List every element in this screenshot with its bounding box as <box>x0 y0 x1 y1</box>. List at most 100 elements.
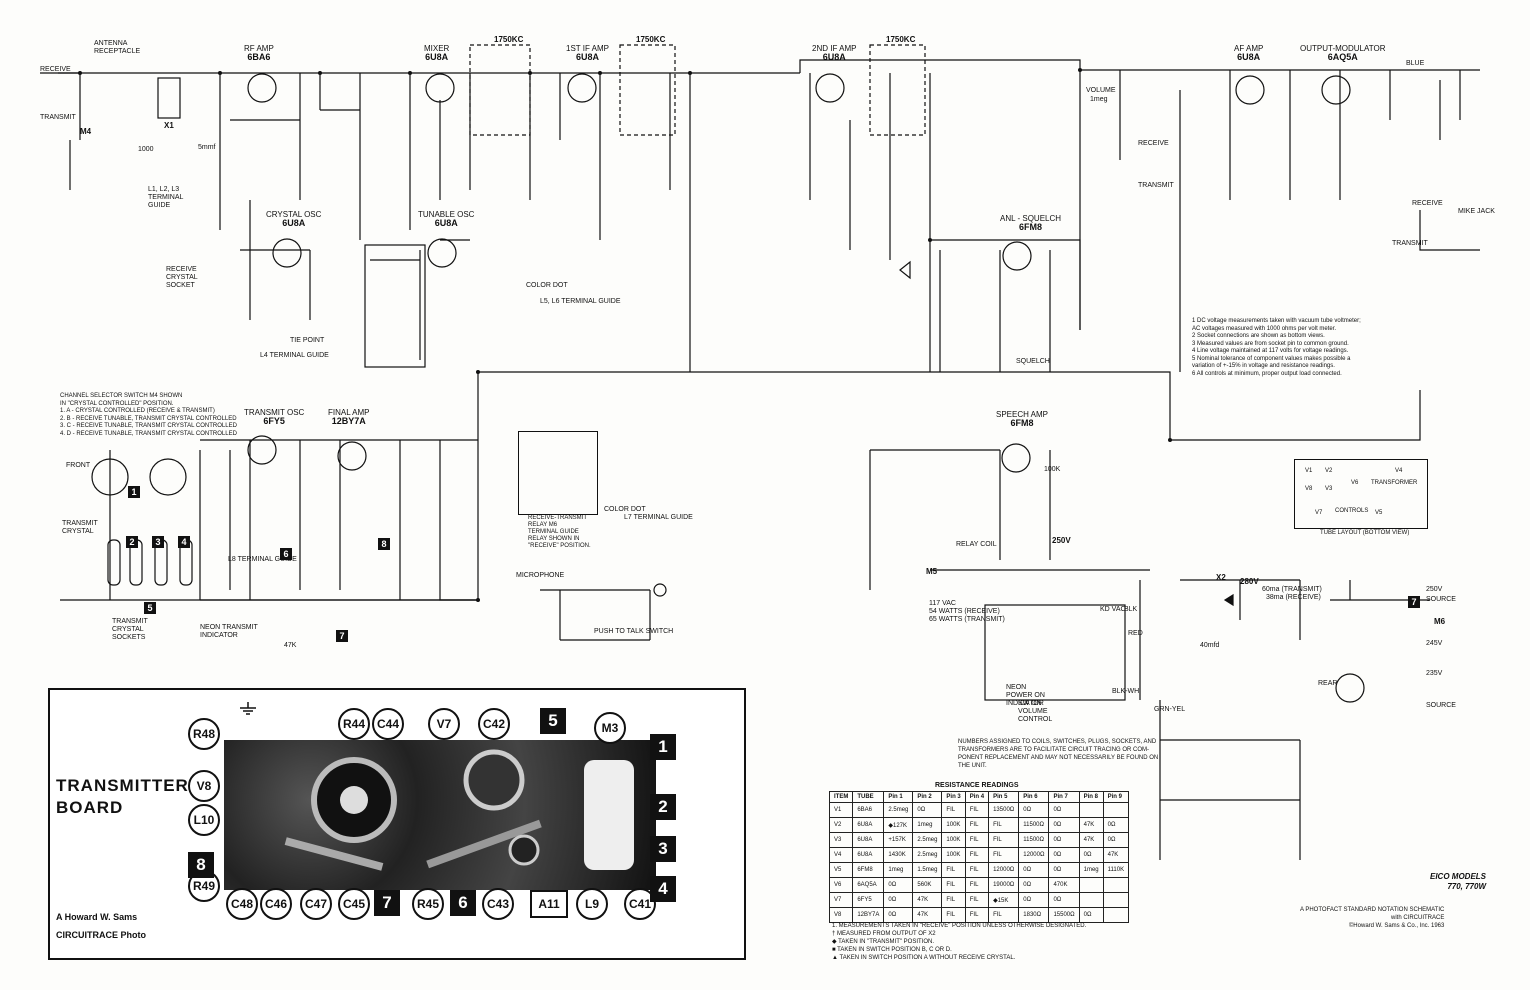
res-cell: V2 <box>828 817 854 833</box>
res-cell: FIL <box>941 862 966 878</box>
callout-l10: L10 <box>188 804 220 836</box>
measurement-notes: 1 DC voltage measurements taken with vac… <box>1192 318 1361 377</box>
res-cell: 0Ω <box>1018 892 1050 908</box>
res-cell: 0Ω <box>1048 892 1080 908</box>
b-plus-280: 280V <box>1240 577 1259 586</box>
sch-marker-5: 5 <box>144 602 156 614</box>
callout-3: 3 <box>650 836 676 862</box>
callout-6: 6 <box>450 890 476 916</box>
res-cell <box>1078 892 1104 908</box>
transmit-label: TRANSMIT <box>40 114 76 121</box>
res-cell: FIL <box>964 847 990 863</box>
channel-selector-note: CHANNEL SELECTOR SWITCH M4 SHOWN IN "CRY… <box>60 393 237 437</box>
res-cell: ITEM <box>828 791 854 803</box>
grn-yel-wire: GRN-YEL <box>1154 706 1186 713</box>
res-cell: 0Ω <box>883 907 914 923</box>
res-cell: FIL <box>964 862 990 878</box>
res-cell: 47K <box>1078 832 1104 848</box>
res-cell: 0Ω <box>1018 802 1050 818</box>
res-cell: Pin 9 <box>1102 791 1130 803</box>
res-cell: 1meg <box>1078 862 1104 878</box>
transmit-crystal-sockets-label: TRANSMIT CRYSTAL SOCKETS <box>112 618 148 641</box>
callout-c48: C48 <box>226 888 258 920</box>
res-cell: 6FY5 <box>852 892 885 908</box>
if-freq-2: 1750KC <box>636 35 666 44</box>
board-credit-2: CIRCUITRACE Photo <box>56 930 146 940</box>
tube-layout-v4: V4 <box>1395 468 1403 474</box>
tube-layout-transformer: TRANSFORMER <box>1371 480 1418 486</box>
res-cell: 0Ω <box>1048 817 1080 833</box>
res-cell: 0Ω <box>1018 862 1050 878</box>
res-cell: FIL <box>964 832 990 848</box>
res-cell <box>1078 877 1104 893</box>
res-cell: FIL <box>988 847 1020 863</box>
res-cell <box>1102 892 1130 908</box>
callout-c43: C43 <box>482 888 514 920</box>
res-cell: FIL <box>964 907 990 923</box>
sch-marker-3: 3 <box>152 536 164 548</box>
neon-power-label: NEON POWER ON INDICATOR <box>1006 684 1045 707</box>
callout-m3: M3 <box>594 712 626 744</box>
callout-v7: V7 <box>428 708 460 740</box>
push-to-talk-label: PUSH TO TALK SWITCH <box>594 628 674 635</box>
tube-layout-v7: V7 <box>1315 510 1323 516</box>
l7-terminal-guide: L7 TERMINAL GUIDE <box>624 514 693 521</box>
antenna-label: ANTENNA RECEPTACLE <box>94 40 141 55</box>
numbering-note: NUMBERS ASSIGNED TO COILS, SWITCHES, PLU… <box>958 739 1159 769</box>
res-cell: Pin 8 <box>1078 791 1104 803</box>
res-cell <box>1102 907 1130 923</box>
res-cell: FIL <box>988 817 1020 833</box>
res-cell: 6FM8 <box>852 862 885 878</box>
res-cell: Pin 3 <box>941 791 966 803</box>
callout-c44: C44 <box>372 708 404 740</box>
res-cell: V8 <box>828 907 854 923</box>
res-cell: 0Ω <box>912 802 943 818</box>
res-cell: ◆127K <box>883 817 914 833</box>
source-250: 250V <box>1426 586 1443 593</box>
board-photo <box>224 740 656 890</box>
callout-5: 5 <box>540 708 566 734</box>
sch-marker-7b: 7 <box>1408 596 1420 608</box>
res-cell: Pin 4 <box>964 791 990 803</box>
b-plus-250: 250V <box>1052 536 1071 545</box>
callout-a11: A11 <box>530 890 568 918</box>
res-cell: +157K <box>883 832 914 848</box>
res-cell: 12000Ω <box>988 862 1020 878</box>
resistance-title: RESISTANCE READINGS <box>935 782 1019 789</box>
color-dot-label: COLOR DOT <box>526 282 568 289</box>
res-cell: 100K <box>941 832 966 848</box>
relay-m5-ref: M5 <box>926 567 938 576</box>
relay-caption: RECEIVE-TRANSMIT RELAY M6 TERMINAL GUIDE… <box>528 515 591 549</box>
callout-c45: C45 <box>338 888 370 920</box>
callout-r45: R45 <box>412 888 444 920</box>
ac-receive-watts: 54 WATTS (RECEIVE) <box>929 608 1000 615</box>
tube-layout-controls: CONTROLS <box>1335 508 1369 514</box>
cap-5mmf: 5mmf <box>198 144 216 151</box>
callout-r44: R44 <box>338 708 370 740</box>
res-cell: ◆15K <box>988 892 1020 908</box>
receive-switch-label: RECEIVE <box>1138 140 1169 147</box>
receive-jack-label: RECEIVE <box>1412 200 1443 207</box>
res-cell: 6U8A <box>852 817 885 833</box>
if-freq-1: 1750KC <box>494 35 524 44</box>
res-cell: 0Ω <box>883 877 914 893</box>
tube-layout-v1: V1 <box>1305 468 1313 474</box>
squelch-label: SQUELCH <box>1016 358 1050 365</box>
res-cell: 47K <box>1102 847 1130 863</box>
blk-wire: BLK <box>1124 606 1138 613</box>
volume-label: VOLUME <box>1086 87 1116 94</box>
res-cell: 0Ω <box>1102 832 1130 848</box>
res-cell: Pin 5 <box>988 791 1020 803</box>
callout-c41: C41 <box>624 888 656 920</box>
receive-current: 38ma (RECEIVE) <box>1266 594 1321 601</box>
transmit-jack-label: TRANSMIT <box>1392 240 1428 247</box>
res-cell: FIL <box>941 907 966 923</box>
